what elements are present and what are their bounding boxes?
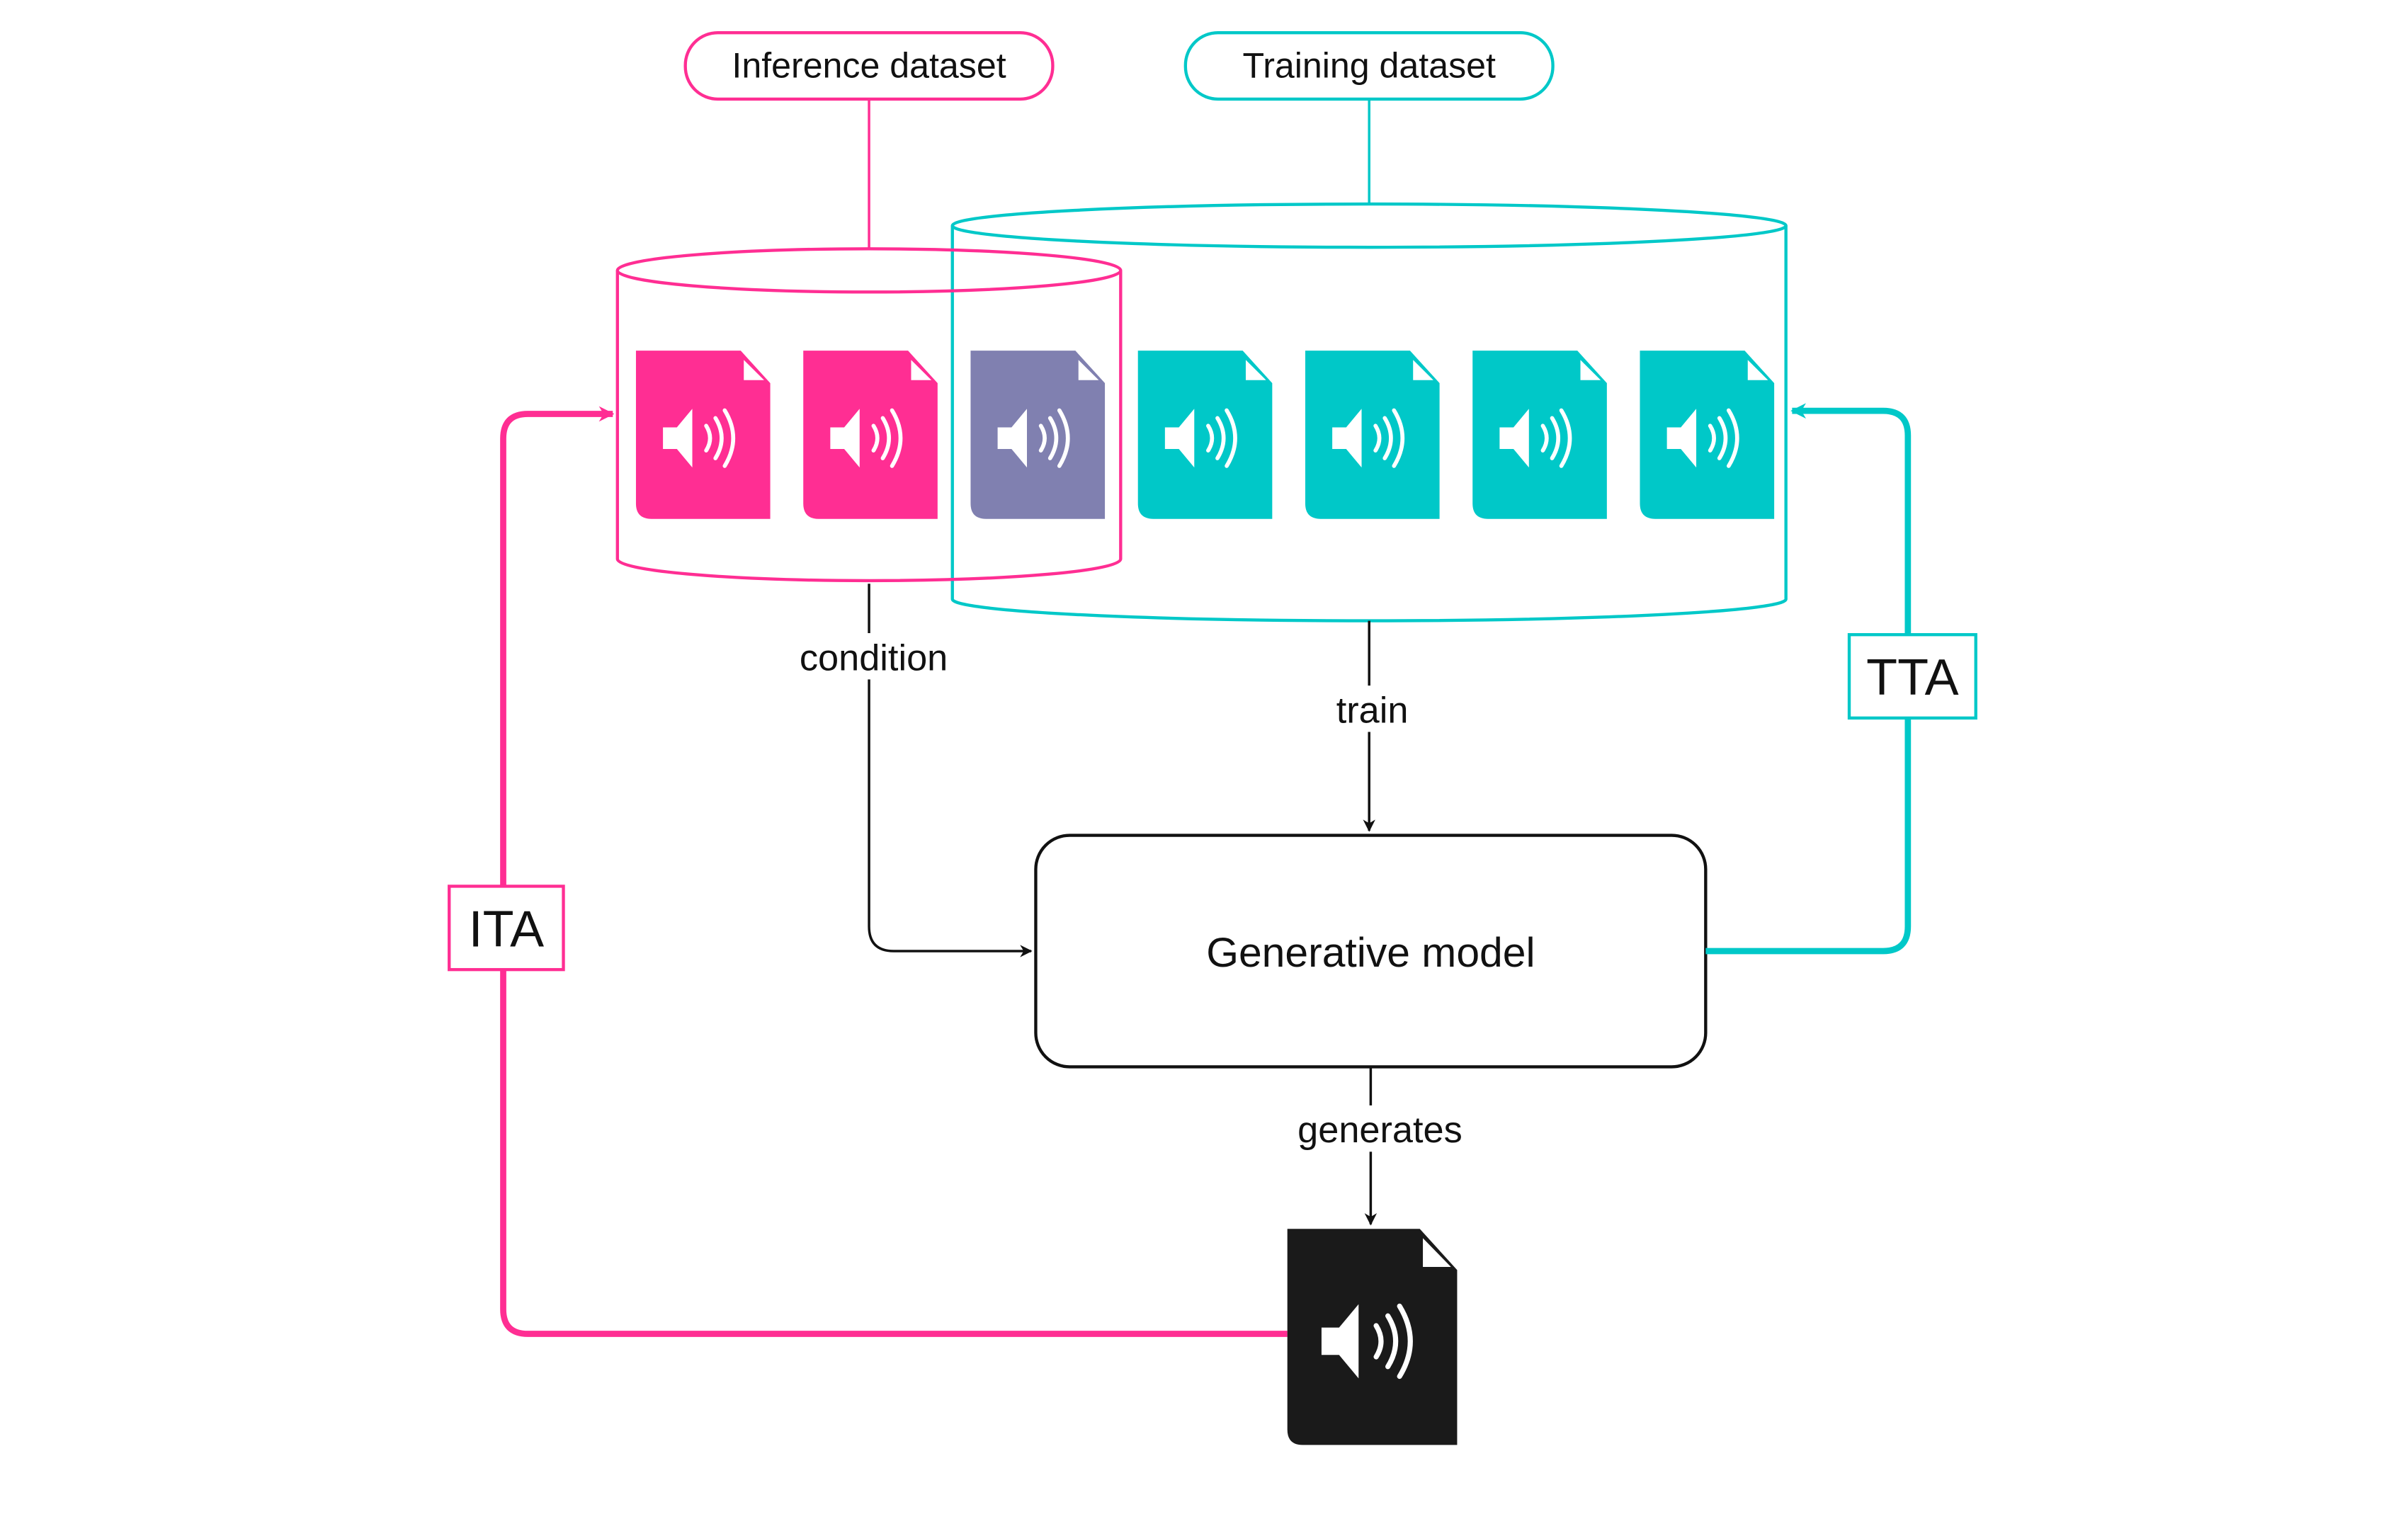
- generative-model-text: Generative model: [1206, 930, 1535, 976]
- condition-label: condition: [800, 637, 948, 678]
- audio-file-icon: [1137, 351, 1273, 519]
- audio-file-icon: [1305, 351, 1440, 519]
- tta-label: TTA: [1866, 649, 1959, 706]
- training-dataset-label: Training dataset: [1183, 31, 1555, 101]
- audio-file-icon: [803, 351, 938, 519]
- train-label: train: [1336, 690, 1409, 731]
- ita-loop-arrow: [500, 406, 1288, 1337]
- audio-file-icon: [970, 351, 1106, 519]
- audio-file-icon: [1472, 351, 1607, 519]
- ita-label-box: ITA: [448, 885, 565, 972]
- generated-audio-file-icon: [1287, 1229, 1458, 1445]
- condition-arrow: [868, 584, 1033, 957]
- inference-dataset-label: Inference dataset: [683, 31, 1055, 101]
- tta-label-box: TTA: [1847, 633, 1977, 720]
- ita-label: ITA: [469, 901, 545, 957]
- generative-model-box: Generative model: [1034, 834, 1708, 1069]
- inference-dataset-text: Inference dataset: [732, 45, 1006, 85]
- dataset-files: [635, 351, 1775, 519]
- generated-audio-file: [1287, 1229, 1458, 1445]
- audio-file-icon: [1640, 351, 1775, 519]
- audio-file-icon: [635, 351, 771, 519]
- training-dataset-text: Training dataset: [1242, 45, 1496, 85]
- generates-label: generates: [1297, 1110, 1463, 1151]
